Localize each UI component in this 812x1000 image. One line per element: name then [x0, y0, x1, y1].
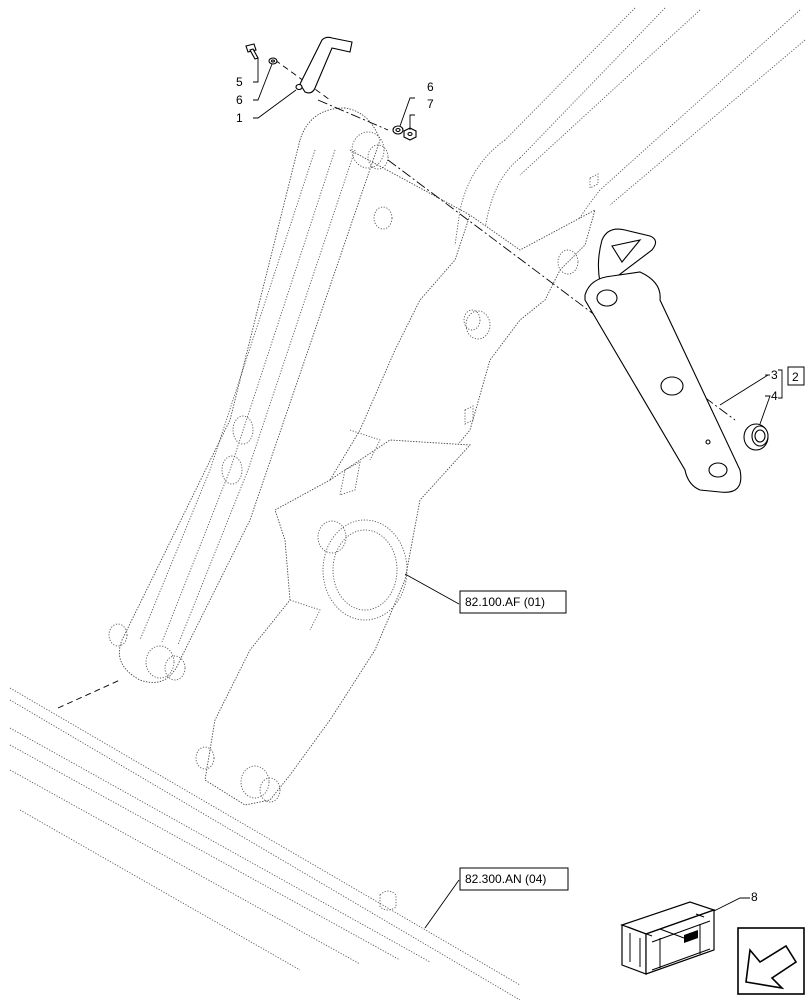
- leader-lines: [253, 58, 783, 929]
- part-5-bolt: [245, 43, 259, 60]
- callout-6a: 6: [236, 93, 243, 107]
- part-4-bushing: [743, 423, 769, 451]
- callout-6b: 6: [427, 80, 434, 94]
- kit-box-icon: [620, 901, 716, 975]
- arrow-nav-icon[interactable]: [737, 927, 805, 995]
- callout-1: 1: [236, 111, 243, 125]
- part-6-washer-b: [392, 125, 404, 135]
- reference-frame[interactable]: 82.300.AN (04): [459, 867, 569, 891]
- reference-arm-text[interactable]: 82.100.AF (01): [465, 595, 545, 609]
- callout-8: 8: [751, 890, 758, 904]
- callout-4: 4: [771, 389, 778, 403]
- reference-arm[interactable]: 82.100.AF (01): [459, 590, 567, 614]
- callout-7: 7: [427, 97, 434, 111]
- callout-2-box: [787, 366, 805, 386]
- loader-arm: [108, 107, 599, 806]
- part-1-bracket: [295, 36, 353, 94]
- part-6-washer-a: [268, 57, 278, 65]
- upper-boom: [454, 7, 806, 301]
- callout-5: 5: [236, 75, 243, 89]
- lower-frame: [9, 687, 521, 1000]
- callout-2: 2: [792, 370, 799, 384]
- part-3-lever-plate: [584, 228, 742, 493]
- reference-frame-text[interactable]: 82.300.AN (04): [465, 872, 546, 886]
- callout-3: 3: [771, 368, 778, 382]
